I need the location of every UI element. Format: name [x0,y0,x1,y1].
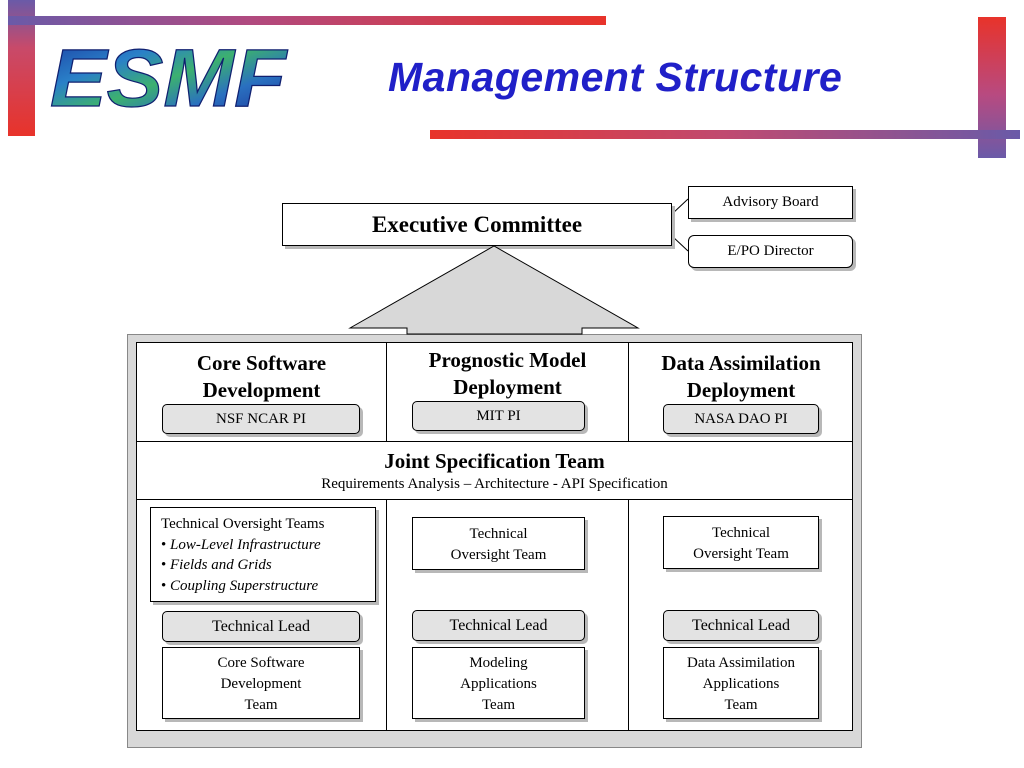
heading-line: Core Software [196,351,327,375]
technical-lead-box: Technical Lead [162,611,360,642]
bullet: • [161,577,167,594]
logo-text: ESMF [50,34,288,116]
decorative-bar-top [8,16,606,25]
joint-spec-subtitle: Requirements Analysis – Architecture - A… [321,476,668,492]
column-divider [386,342,387,442]
oversight-item: • Coupling Superstructure [161,576,375,597]
epo-director-box: E/PO Director [688,235,853,268]
oversight-teams-box: Technical Oversight Teams • Low-Level In… [150,507,376,602]
oversight-item-label: Fields and Grids [170,557,272,573]
heading-line: Deployment [686,378,796,402]
row-divider [136,441,853,442]
oversight-item: • Low-Level Infrastructure [161,535,375,556]
oversight-line: Oversight Team [693,546,789,562]
team-line: Team [724,697,758,713]
oversight-line: Technical [711,525,771,541]
team-line: Core Software [217,655,305,671]
bullet: • [161,557,167,573]
executive-committee-box: Executive Committee [282,203,672,246]
advisory-connector [671,198,689,215]
column-divider [628,499,629,731]
joint-spec-title: Joint Specification Team [384,449,605,473]
heading-line: Deployment [453,375,562,399]
column-heading-data-assimilation: Data Assimilation Deployment [629,350,853,404]
oversight-item-label: Coupling Superstructure [170,577,319,594]
column-divider [628,342,629,442]
column-heading-core: Core Software Development [137,350,386,404]
team-box-core-software: Core Software Development Team [162,647,360,719]
bullet: • [161,536,167,553]
heading-line: Development [202,378,321,402]
heading-line: Data Assimilation [661,351,821,375]
team-line: Modeling [469,655,528,671]
team-box-data-assimilation-applications: Data Assimilation Applications Team [663,647,819,719]
technical-lead-box: Technical Lead [663,610,819,641]
oversight-teams-heading: Technical Oversight Teams [161,516,325,532]
team-box-modeling-applications: Modeling Applications Team [412,647,585,719]
column-divider [386,499,387,731]
technical-lead-box: Technical Lead [412,610,585,641]
oversight-item-label: Low-Level Infrastructure [170,536,321,553]
team-line: Applications [702,676,780,692]
pi-box-mit: MIT PI [412,401,585,431]
oversight-item: • Fields and Grids [161,555,375,576]
esmf-logo: ESMF [49,34,288,116]
decorative-bar-bottom [430,130,1020,139]
heading-line: Prognostic Model [428,348,587,372]
team-line: Data Assimilation [687,655,795,671]
oversight-team-box-data-assimilation: Technical Oversight Team [663,516,819,569]
team-line: Applications [460,676,537,692]
column-heading-prognostic: Prognostic Model Deployment [387,347,628,401]
pi-box-nsf-ncar: NSF NCAR PI [162,404,360,434]
advisory-board-box: Advisory Board [688,186,853,219]
slide-title: Management Structure [388,54,843,100]
pi-box-nasa-dao: NASA DAO PI [663,404,819,434]
oversight-line: Technical [469,526,528,542]
oversight-line: Oversight Team [450,547,547,563]
oversight-team-box-prognostic: Technical Oversight Team [412,517,585,570]
epo-connector [671,235,689,252]
row-divider [136,499,853,500]
team-line: Team [481,697,516,713]
team-line: Team [244,697,278,713]
team-line: Development [220,676,302,692]
